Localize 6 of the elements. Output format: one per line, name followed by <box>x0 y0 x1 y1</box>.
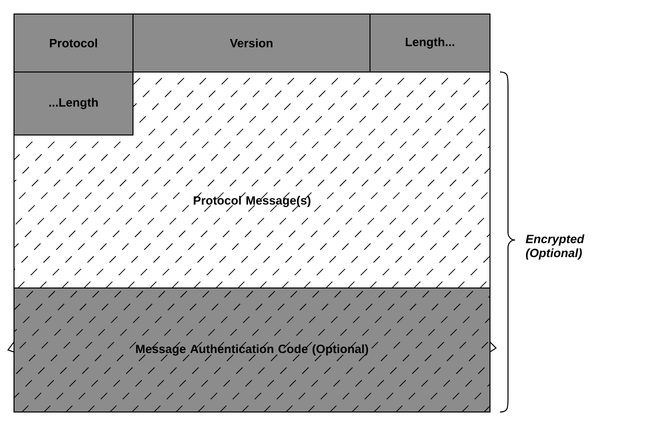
side-label: Encrypted (Optional) <box>526 234 584 260</box>
field-box: Length... <box>370 14 490 72</box>
field-box: Version <box>132 14 370 72</box>
field-box: Protocol <box>14 14 134 72</box>
field-box: ...Length <box>14 72 134 136</box>
hatched-field-box: Message Authentication Code (Optional) <box>7 287 497 412</box>
